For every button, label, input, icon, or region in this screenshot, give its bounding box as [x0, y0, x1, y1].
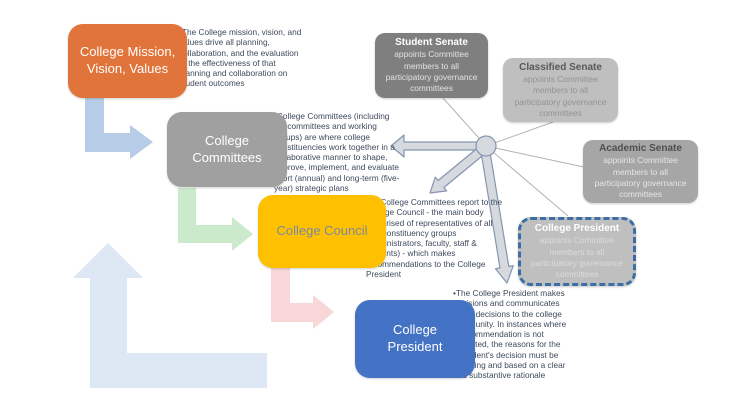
- college-committees-label: College Committees: [192, 132, 262, 165]
- college-president-box: College President: [355, 300, 475, 378]
- mission-vision-values-box: College Mission, Vision, Values: [68, 24, 187, 98]
- classified-senate-body: appoints Committee members to all partic…: [514, 73, 607, 118]
- connector-line-college-president: [485, 145, 569, 217]
- college-council-box: College Council: [258, 195, 386, 268]
- college-committees-box: College Committees: [167, 112, 287, 187]
- academic-senate-box: Academic Senate appoints Committee membe…: [583, 140, 698, 203]
- college-president-appoints-title: College President: [534, 223, 620, 235]
- connector-line-academic-senate: [485, 145, 594, 170]
- academic-senate-title: Academic Senate: [599, 143, 682, 155]
- college-president-note: •The College President makes decisions a…: [453, 288, 567, 381]
- classified-senate-box: Classified Senate appoints Committee mem…: [503, 58, 618, 122]
- college-president-appoints-box: College President appoints Committee mem…: [518, 217, 636, 286]
- mission-vision-values-label: College Mission, Vision, Values: [79, 44, 176, 76]
- academic-senate-body: appoints Committee members to all partic…: [594, 155, 687, 200]
- student-senate-box: Student Senate appoints Committee member…: [375, 33, 488, 98]
- classified-senate-title: Classified Senate: [519, 61, 602, 73]
- connector-line-student-senate: [442, 97, 487, 147]
- student-senate-title: Student Senate: [395, 37, 468, 49]
- hub-circle-icon: [475, 135, 497, 157]
- hub-arrow-down-icon: [481, 153, 514, 284]
- elbow-arrow-blue-icon: [85, 97, 153, 159]
- feedback-up-arrow-icon: [73, 243, 267, 388]
- elbow-arrow-green-icon: [178, 188, 253, 251]
- connector-line-classified-senate: [485, 121, 554, 147]
- hub-arrow-downleft-icon: [429, 146, 485, 194]
- student-senate-body: appoints Committee members to all partic…: [385, 49, 478, 94]
- college-council-label: College Council: [276, 223, 368, 239]
- college-president-label: College President: [387, 322, 443, 354]
- college-committees-note: •College Committees (including subcommit…: [274, 111, 400, 193]
- college-council-note: •All College Committees report to the Co…: [366, 197, 503, 279]
- elbow-arrow-pink-icon: [271, 267, 334, 329]
- hub-arrow-left-icon: [390, 134, 481, 158]
- mission-note: •The College mission, vision, and values…: [179, 27, 302, 89]
- college-president-appoints-body: appoints Committee members to all partic…: [531, 235, 623, 280]
